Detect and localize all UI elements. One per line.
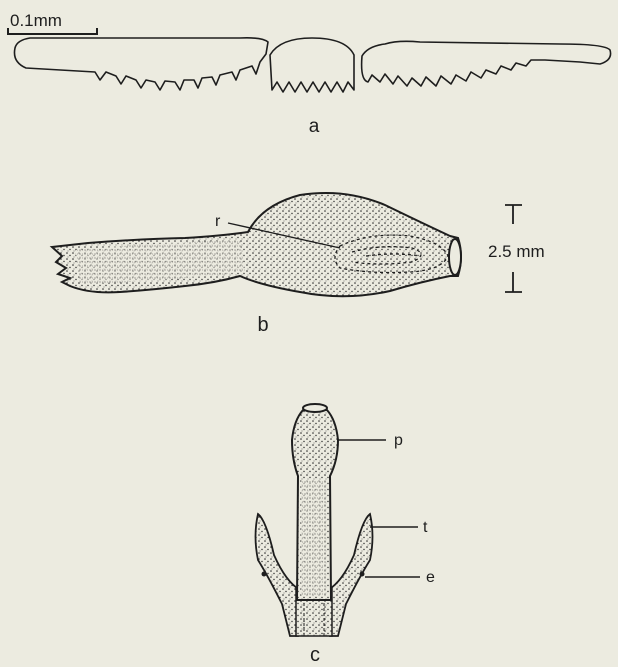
panel-c-label: c	[310, 644, 320, 666]
scale-bar: 0.1mm	[8, 11, 97, 34]
anterior-opening	[449, 239, 461, 275]
panel-b-label: b	[257, 314, 268, 336]
panel-c-pharynx	[256, 404, 373, 636]
right-jaw-pore	[360, 572, 365, 577]
right-jaw-plate	[362, 41, 611, 86]
panel-b-scale-label: 2.5 mm	[488, 242, 545, 261]
left-jaw-plate	[14, 38, 268, 90]
panel-a-label: a	[309, 116, 320, 137]
panel-b-body	[52, 193, 461, 296]
panel-c-callout-lines	[338, 440, 420, 577]
callout-p-label: p	[394, 432, 403, 449]
pharynx-ring-band	[301, 480, 327, 596]
center-jaw-plate	[270, 38, 354, 92]
pharynx-opening	[303, 404, 327, 412]
callout-t-label: t	[423, 519, 428, 536]
callout-r-label: r	[215, 213, 221, 230]
callout-e-label: e	[426, 569, 435, 586]
left-jaw-pore	[262, 572, 267, 577]
right-jaw-arm	[328, 514, 373, 636]
scale-bar-label: 0.1mm	[10, 11, 62, 30]
panel-a-jaws	[14, 38, 610, 92]
